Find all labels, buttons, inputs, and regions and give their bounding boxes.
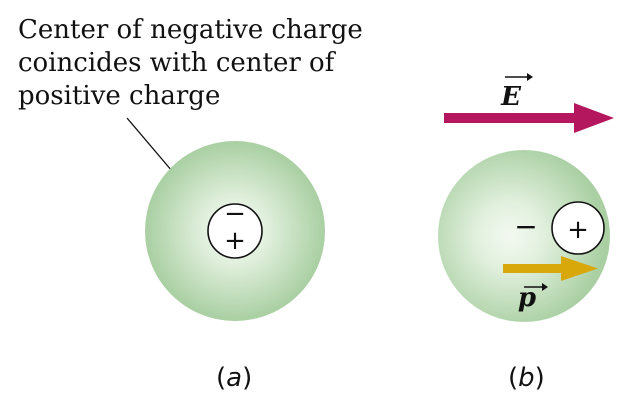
field-vector-label: E: [500, 73, 533, 112]
positive-charge-sign-b: +: [567, 215, 589, 245]
annotation-line-2: coincides with center of: [18, 48, 335, 78]
panel-label-b-open: (: [508, 363, 519, 393]
panel-label-b-letter: b: [518, 363, 535, 393]
field-vector-overline-head: [527, 73, 533, 81]
nucleus-circle-a: [207, 203, 263, 259]
electric-field-arrow-head: [574, 103, 614, 133]
dipole-moment-arrow-shaft: [503, 264, 565, 273]
dipole-vector-label: p: [518, 283, 548, 313]
electric-field-arrow: [444, 103, 614, 133]
annotation-line-1: Center of negative charge: [18, 15, 363, 45]
annotation-leader-line: [126, 117, 173, 172]
panel-label-a-open: (: [216, 363, 227, 393]
positive-charge-sign-a: +: [224, 226, 246, 256]
electric-field-arrow-shaft: [444, 113, 579, 123]
field-symbol: E: [500, 82, 522, 112]
dipole-vector-overline-head: [542, 283, 548, 291]
negative-charge-sign-b: −: [514, 210, 537, 243]
panel-a: − +: [145, 141, 325, 321]
nucleus-circle-b: [551, 201, 605, 255]
panel-label-a-letter: a: [226, 363, 243, 393]
panel-label-b: (b): [508, 363, 545, 393]
panel-label-a-close: ): [242, 363, 253, 393]
annotation-line-3: positive charge: [18, 81, 221, 111]
negative-charge-sign-a: −: [224, 199, 246, 229]
panel-label-a: (a): [216, 363, 252, 393]
panel-b: E − + p: [438, 73, 614, 322]
dipole-moment-arrow-head: [561, 256, 598, 281]
atom-sphere-b: [438, 150, 610, 322]
dipole-symbol: p: [518, 283, 536, 313]
dipole-moment-arrow: [503, 256, 598, 281]
panel-label-b-close: ): [534, 363, 545, 393]
